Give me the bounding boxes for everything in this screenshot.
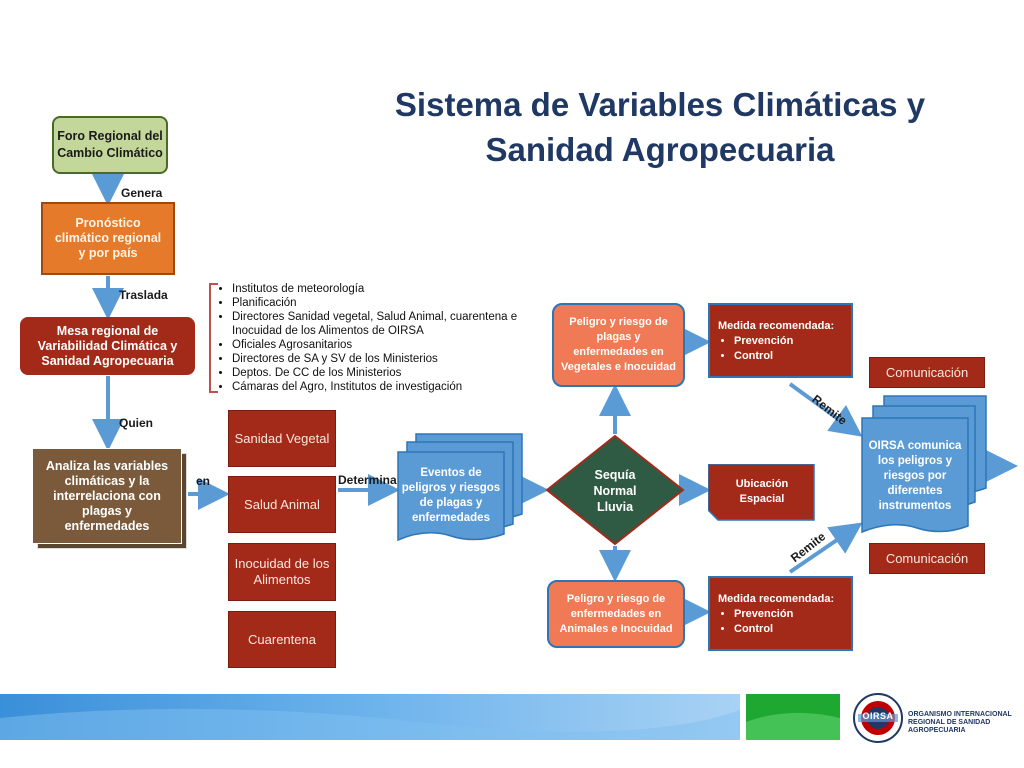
category-label: Cuarentena: [248, 631, 316, 647]
oirsa-comunica-text-box: OIRSA comunica los peligros y riesgos po…: [864, 430, 966, 522]
medida-box-bottom: Medida recomendada: Prevención Control: [708, 576, 853, 651]
category-label: Sanidad Vegetal: [234, 430, 330, 446]
category-salud-animal: Salud Animal: [228, 476, 336, 533]
analiza-text: Analiza las variables climáticas y la in…: [45, 458, 169, 533]
peligro-animal-box: Peligro y riesgo de enfermedades en Anim…: [547, 580, 685, 648]
analiza-box: Analiza las variables climáticas y la in…: [32, 448, 182, 544]
oirsa-logo-seal-text: OIRSA: [862, 711, 894, 721]
category-sanidad-vegetal: Sanidad Vegetal: [228, 410, 336, 467]
decision-option: Normal: [593, 484, 637, 498]
foro-text: Foro Regional del Cambio Climático: [57, 129, 163, 160]
label-en: en: [196, 474, 211, 488]
member-item: Cámaras del Agro, Institutos de investig…: [232, 380, 538, 394]
logo-line: REGIONAL DE SANIDAD: [908, 719, 991, 726]
comunicacion-label: Comunicación: [885, 551, 969, 566]
eventos-text-box: Eventos de peligros y riesgos de plagas …: [398, 460, 504, 532]
oirsa-logo-seal: [853, 693, 903, 743]
medida-item: Control: [734, 622, 843, 637]
bracket-members: [209, 283, 218, 393]
comunicacion-box-bottom: Comunicación: [869, 543, 985, 574]
medida-item: Control: [734, 349, 843, 364]
foro-box: Foro Regional del Cambio Climático: [52, 116, 168, 174]
eventos-shape: [397, 433, 523, 542]
oirsa-logo-text: ORGANISMO INTERNACIONAL REGIONAL DE SANI…: [908, 711, 1012, 735]
logo-line: AGROPECUARIA: [908, 727, 966, 734]
logo-line: ORGANISMO INTERNACIONAL: [908, 711, 1012, 718]
member-item: Directores de SA y SV de los Ministerios: [232, 352, 538, 366]
medida-item: Prevención: [734, 334, 843, 349]
member-item: Directores Sanidad vegetal, Salud Animal…: [232, 310, 538, 338]
eventos-text: Eventos de peligros y riesgos de plagas …: [401, 467, 501, 524]
label-determina: Determina: [338, 473, 397, 487]
comunicacion-label: Comunicación: [885, 365, 969, 380]
decision-diamond: [545, 434, 685, 546]
peligro-vegetal-text: Peligro y riesgo de plagas y enfermedade…: [561, 316, 676, 373]
decision-option: Sequía: [594, 468, 636, 482]
label-genera: Genera: [121, 186, 163, 200]
label-quien: Quien: [119, 416, 154, 430]
decision-text: Sequía Normal Lluvia: [575, 467, 655, 515]
medida-item: Prevención: [734, 607, 843, 622]
title-line-2: Sanidad Agropecuaria: [485, 131, 835, 168]
category-label: Salud Animal: [244, 496, 320, 512]
label-traslada: Traslada: [119, 288, 168, 302]
category-inocuidad: Inocuidad de los Alimentos: [228, 543, 336, 601]
pronostico-box: Pronóstico climático regional y por país: [41, 202, 175, 275]
member-item: Institutos de meteorología: [232, 282, 538, 296]
mesa-box: Mesa regional de Variabilidad Climática …: [20, 317, 195, 375]
arrow-remite-top: [788, 382, 863, 437]
ubicacion-shape: [708, 464, 815, 521]
decision-option: Lluvia: [596, 500, 634, 514]
footer-band: [0, 694, 840, 740]
category-cuarentena: Cuarentena: [228, 611, 336, 668]
title-line-1: Sistema de Variables Climáticas y: [394, 86, 926, 123]
page-title: Sistema de Variables Climáticas y Sanida…: [340, 82, 980, 172]
member-item: Planificación: [232, 296, 538, 310]
oirsa-comunica-text: OIRSA comunica los peligros y riesgos po…: [868, 439, 962, 512]
category-label: Inocuidad de los Alimentos: [234, 556, 330, 587]
ubicacion-text: Ubicación Espacial: [735, 478, 789, 505]
medida-title: Medida recomendada:: [718, 320, 835, 332]
comunicacion-box-top: Comunicación: [869, 357, 985, 388]
arrow-remite-bottom: [788, 522, 863, 574]
medida-title: Medida recomendada:: [718, 593, 835, 605]
ubicacion-text-box: Ubicación Espacial: [712, 466, 812, 518]
member-item: Oficiales Agrosanitarios: [232, 338, 538, 352]
members-list: Institutos de meteorología Planificación…: [218, 282, 538, 394]
peligro-vegetal-box: Peligro y riesgo de plagas y enfermedade…: [552, 303, 685, 387]
member-item: Deptos. De CC de los Ministerios: [232, 366, 538, 380]
oirsa-comunica-shape: [861, 395, 987, 534]
mesa-text: Mesa regional de Variabilidad Climática …: [37, 323, 178, 368]
peligro-animal-text: Peligro y riesgo de enfermedades en Anim…: [559, 592, 673, 635]
medida-box-top: Medida recomendada: Prevención Control: [708, 303, 853, 378]
pronostico-text: Pronóstico climático regional y por país: [54, 216, 162, 260]
